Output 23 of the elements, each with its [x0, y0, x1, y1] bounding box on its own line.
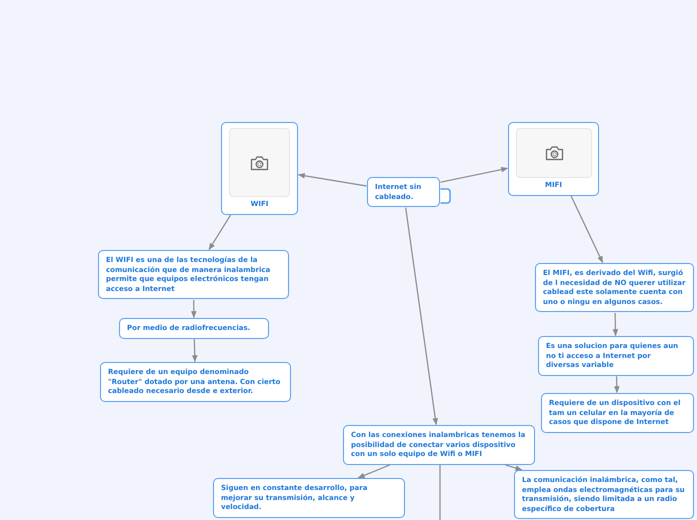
topic-box	[514, 470, 694, 520]
topic-box	[213, 478, 405, 518]
arrow	[358, 464, 390, 478]
connector-line	[439, 464, 441, 520]
topic-box	[535, 263, 694, 312]
arrow	[208, 214, 232, 250]
topic-box	[343, 425, 535, 465]
topic-box	[538, 336, 694, 376]
arrow	[191, 300, 197, 318]
arrow	[405, 208, 438, 426]
arrow	[614, 376, 620, 394]
topic-box	[100, 362, 291, 402]
arrow	[570, 196, 604, 264]
arrow	[505, 464, 522, 471]
topic-card	[221, 122, 298, 215]
arrow	[298, 173, 367, 187]
topic-box	[98, 250, 289, 300]
arrow	[192, 339, 198, 362]
arrow	[612, 312, 618, 336]
topic-box	[119, 318, 269, 339]
topic-card	[508, 122, 599, 196]
topic-box	[541, 393, 694, 433]
arrow	[440, 166, 508, 183]
